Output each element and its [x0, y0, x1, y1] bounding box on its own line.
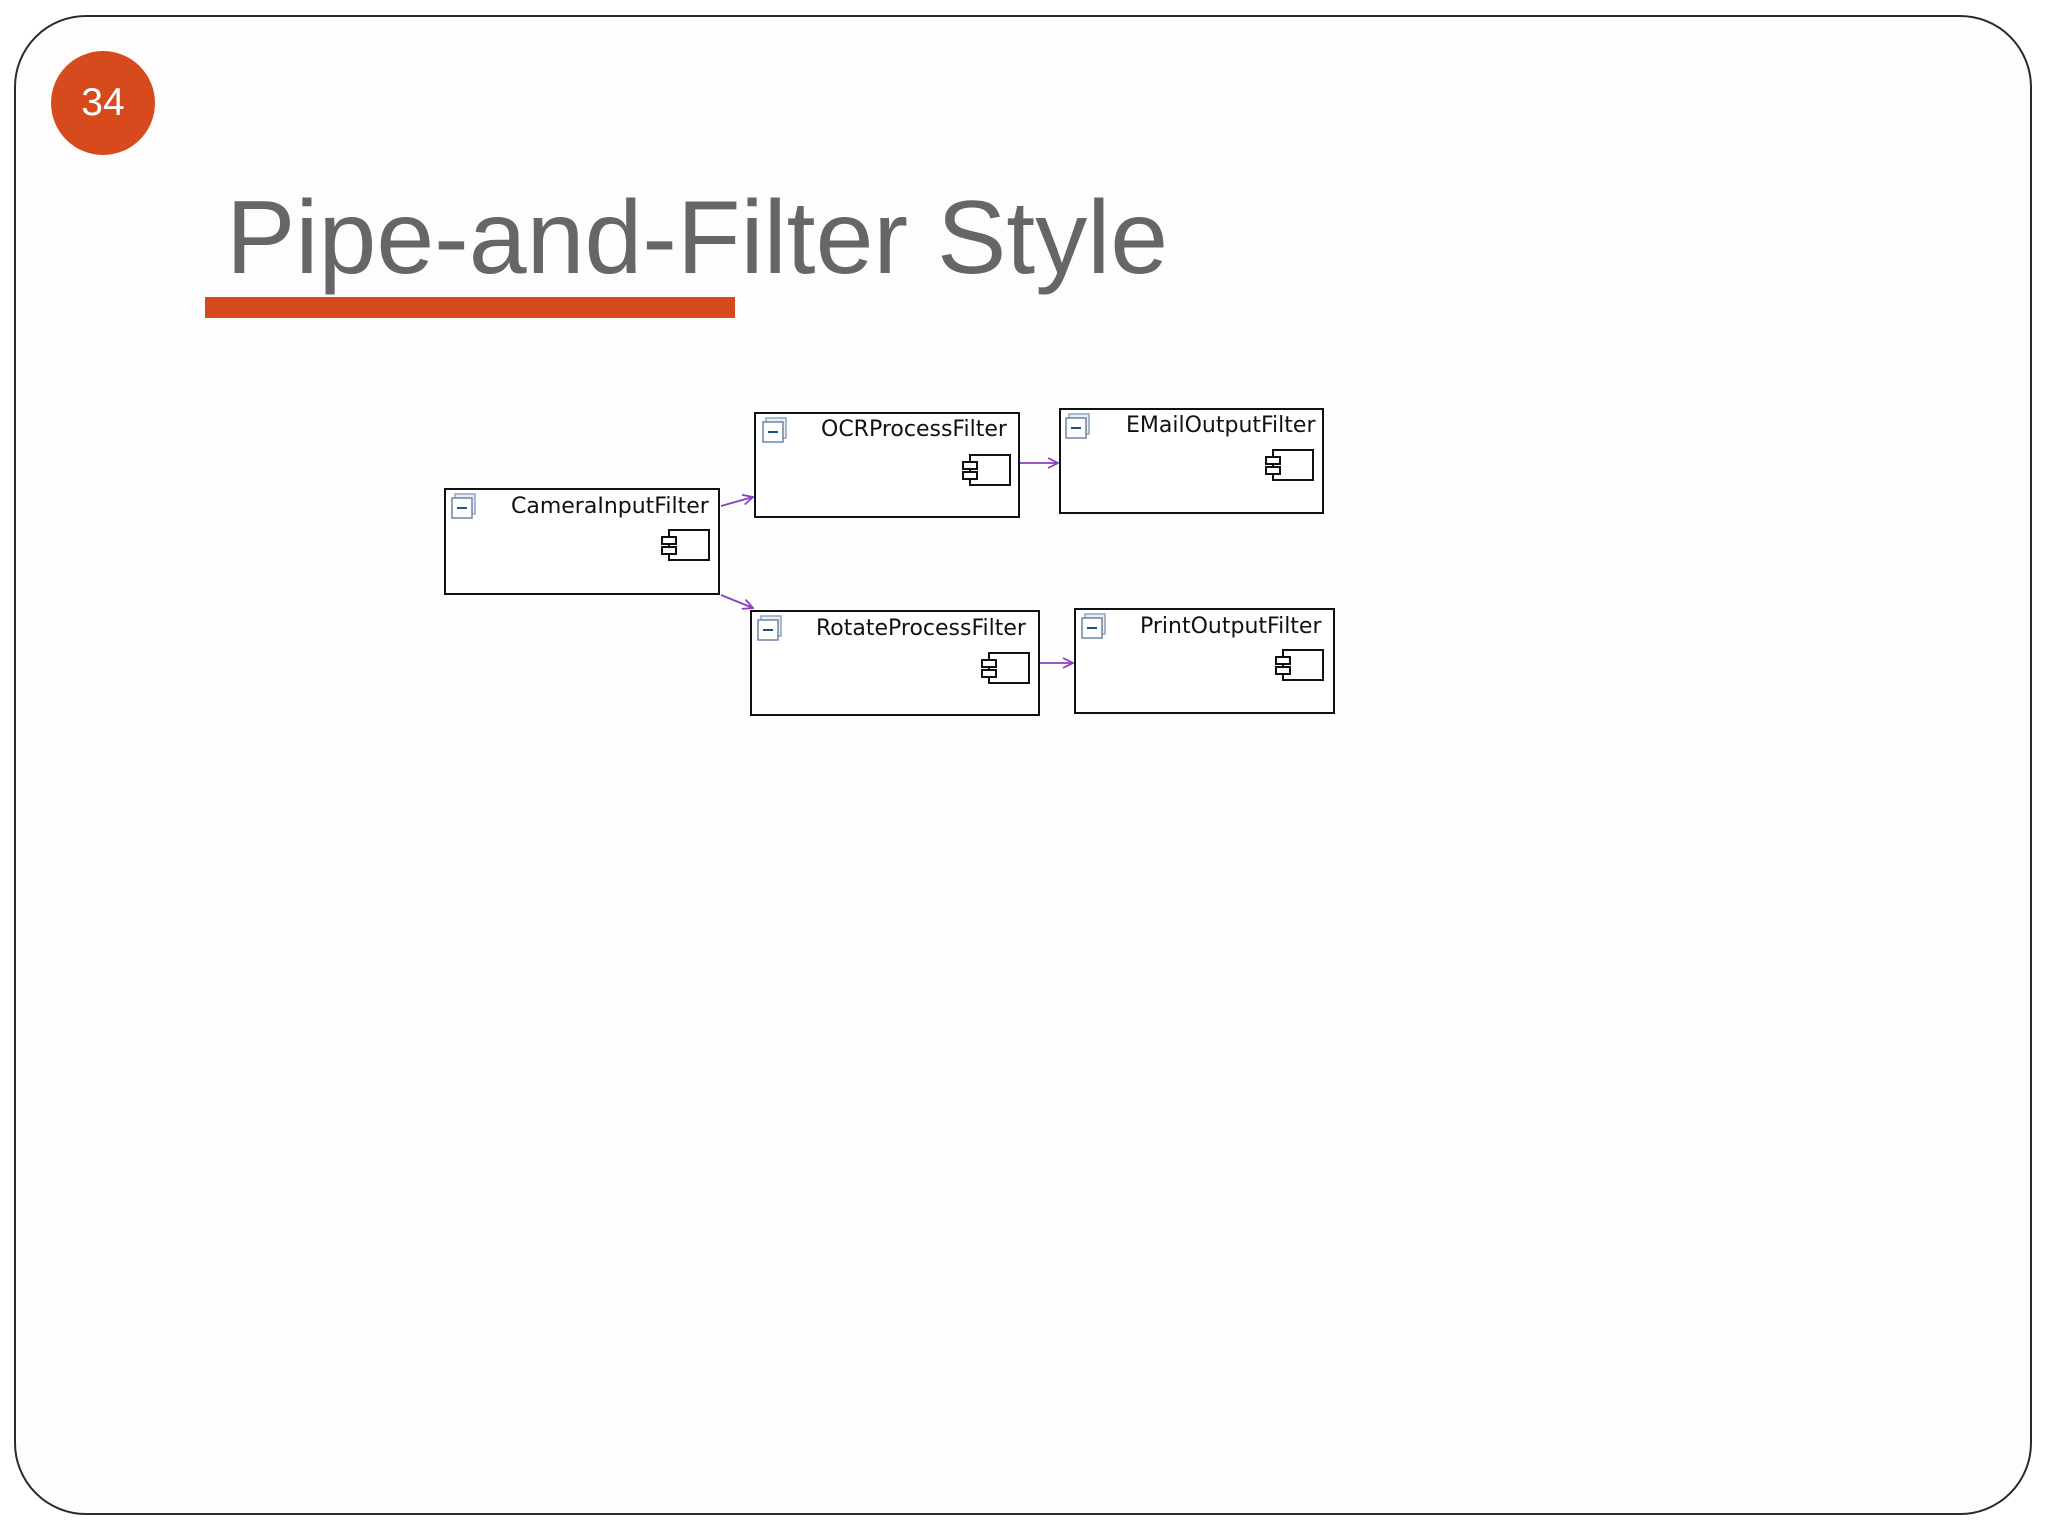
filter-box-camera-input[interactable]: CameraInputFilter [444, 488, 720, 595]
collapse-icon[interactable] [1065, 413, 1090, 439]
pipes [720, 463, 1073, 663]
component-icon [962, 454, 1011, 486]
pipe-camera-to-rotate[interactable] [720, 594, 753, 608]
slide-number-badge: 34 [51, 51, 155, 155]
filter-box-ocr-process[interactable]: OCRProcessFilter [754, 412, 1020, 518]
filter-label: PrintOutputFilter [1140, 614, 1322, 639]
collapse-icon[interactable] [762, 417, 787, 443]
component-icon [981, 652, 1030, 684]
filter-label: RotateProcessFilter [816, 616, 1027, 641]
filter-label: OCRProcessFilter [821, 417, 1008, 442]
collapse-icon[interactable] [1081, 613, 1106, 639]
filter-box-email-output[interactable]: EMailOutputFilter [1059, 408, 1324, 514]
filter-box-rotate-process[interactable]: RotateProcessFilter [750, 610, 1040, 716]
slide-title: Pipe-and-Filter Style [226, 180, 1169, 296]
pipe-camera-to-ocr[interactable] [720, 497, 753, 507]
component-icon [1265, 449, 1314, 481]
title-underline [205, 297, 735, 318]
slide-number: 34 [81, 81, 125, 124]
component-icon [661, 529, 710, 561]
filter-label: CameraInputFilter [511, 494, 710, 519]
filter-label: EMailOutputFilter [1126, 413, 1316, 438]
filter-box-print-output[interactable]: PrintOutputFilter [1074, 608, 1335, 714]
slide-frame [14, 15, 2032, 1515]
collapse-icon[interactable] [757, 615, 782, 641]
collapse-icon[interactable] [451, 493, 476, 519]
component-icon [1275, 649, 1324, 681]
